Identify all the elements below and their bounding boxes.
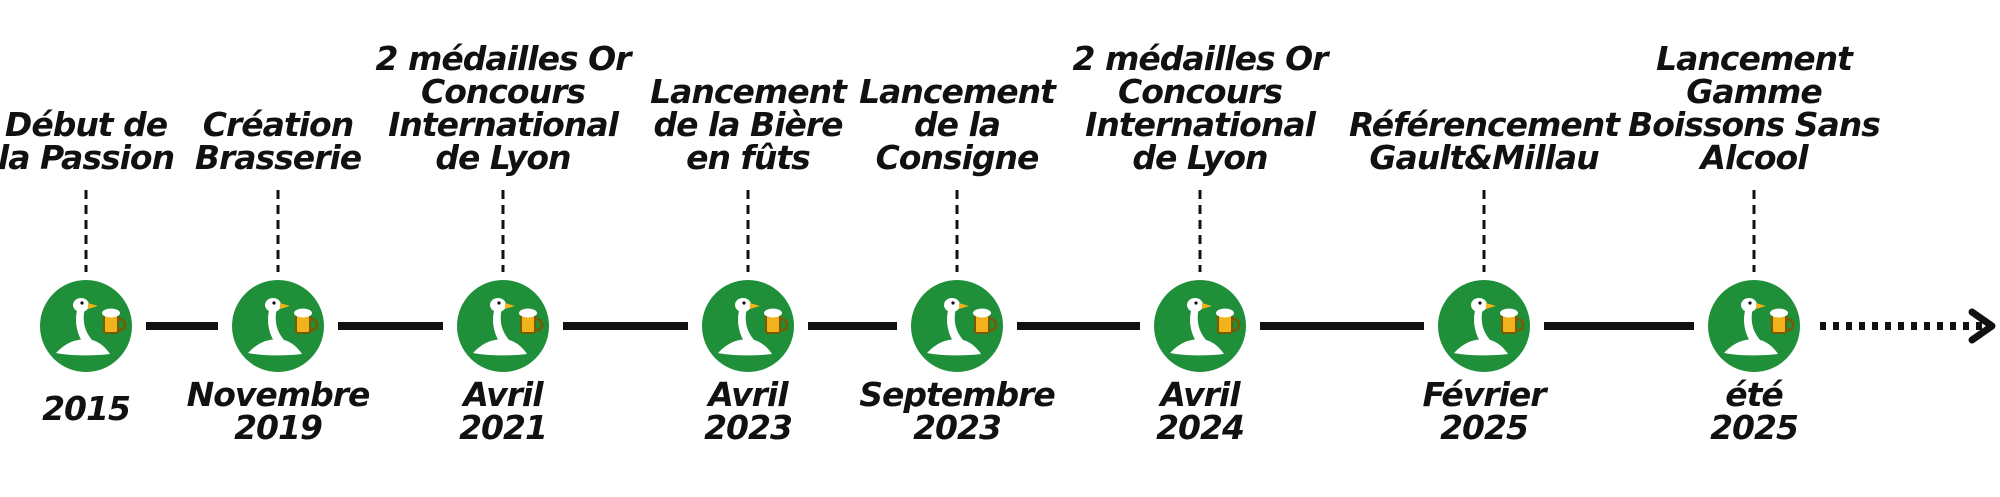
- goose-with-beer-icon: [1438, 280, 1530, 372]
- goose-head: [1741, 298, 1757, 312]
- arrowhead: [1968, 308, 1996, 344]
- goose-head: [265, 298, 281, 312]
- beer-foam: [764, 308, 782, 318]
- goose-body: [473, 339, 527, 356]
- milestone-event-label: Lancement de la Consigne: [859, 72, 1056, 177]
- goose-body: [1724, 339, 1778, 356]
- beer-foam: [1216, 308, 1234, 318]
- goose-beak: [750, 303, 760, 309]
- continuation-arrow: [1820, 308, 1996, 344]
- beer-handle: [779, 317, 789, 332]
- goose-beak: [1202, 303, 1212, 309]
- dashed-leaders: [84, 190, 1756, 272]
- goose-with-beer-icon: [911, 280, 1003, 372]
- milestone-date-label: Avril 2024: [1156, 375, 1245, 447]
- milestone-date-label: Avril 2021: [459, 375, 548, 447]
- goose-with-beer-icon: [1708, 280, 1800, 372]
- beer-handle: [1785, 317, 1795, 332]
- beer-handle: [1515, 317, 1525, 332]
- milestone-date-label: Septembre 2023: [859, 375, 1056, 447]
- goose-beak: [88, 303, 98, 309]
- milestone-date-label: Novembre 2019: [186, 375, 371, 447]
- goose-with-beer-icon: [702, 280, 794, 372]
- goose-beak: [1756, 303, 1766, 309]
- goose-neck: [1744, 308, 1762, 344]
- goose-eye: [497, 301, 501, 305]
- goose-with-beer-icon: [40, 280, 132, 372]
- goose-neck: [947, 308, 965, 344]
- goose-with-beer-icon: [457, 280, 549, 372]
- goose-beak: [1486, 303, 1496, 309]
- goose-head: [1187, 298, 1203, 312]
- goose-beak: [280, 303, 290, 309]
- milestone-event-label: Création Brasserie: [194, 105, 362, 177]
- beer-foam: [294, 308, 312, 318]
- beer-handle: [117, 317, 127, 332]
- goose-neck: [268, 308, 286, 344]
- beer-foam: [1500, 308, 1518, 318]
- milestone-nodes: [40, 280, 1800, 372]
- goose-eye: [1194, 301, 1198, 305]
- milestone-event-label: Début de la Passion: [0, 105, 175, 177]
- goose-body: [1170, 339, 1224, 356]
- goose-neck: [1190, 308, 1208, 344]
- goose-with-beer-icon: [232, 280, 324, 372]
- goose-head: [735, 298, 751, 312]
- beer-handle: [534, 317, 544, 332]
- milestone-date-label: Avril 2023: [704, 375, 793, 447]
- goose-eye: [742, 301, 746, 305]
- beer-foam: [102, 308, 120, 318]
- goose-neck: [1474, 308, 1492, 344]
- goose-beak: [959, 303, 969, 309]
- milestone-date-label: Février 2025: [1422, 375, 1546, 447]
- goose-eye: [80, 301, 84, 305]
- beer-handle: [988, 317, 998, 332]
- goose-head: [944, 298, 960, 312]
- milestone-event-label: 2 médailles Or Concours International de…: [375, 39, 632, 177]
- beer-handle: [309, 317, 319, 332]
- milestone-date-label: été 2025: [1710, 375, 1799, 447]
- goose-body: [248, 339, 302, 356]
- goose-eye: [1478, 301, 1482, 305]
- beer-foam: [519, 308, 537, 318]
- beer-handle: [1231, 317, 1241, 332]
- beer-foam: [973, 308, 991, 318]
- goose-head: [73, 298, 89, 312]
- goose-body: [718, 339, 772, 356]
- goose-neck: [76, 308, 94, 344]
- goose-head: [1471, 298, 1487, 312]
- goose-eye: [951, 301, 955, 305]
- goose-eye: [272, 301, 276, 305]
- milestone-date-label: 2015: [42, 389, 131, 428]
- goose-neck: [738, 308, 756, 344]
- milestone-event-label: Référencement Gault&Millau: [1348, 105, 1620, 177]
- goose-neck: [493, 308, 511, 344]
- milestone-event-label: Lancement Gamme Boissons Sans Alcool: [1628, 39, 1881, 177]
- goose-head: [490, 298, 506, 312]
- milestone-event-label: 2 médailles Or Concours International de…: [1072, 39, 1329, 177]
- goose-with-beer-icon: [1154, 280, 1246, 372]
- beer-foam: [1770, 308, 1788, 318]
- goose-body: [1454, 339, 1508, 356]
- milestone-event-label: Lancement de la Bière en fûts: [650, 72, 847, 177]
- goose-body: [56, 339, 110, 356]
- goose-eye: [1748, 301, 1752, 305]
- goose-beak: [505, 303, 515, 309]
- goose-body: [927, 339, 981, 356]
